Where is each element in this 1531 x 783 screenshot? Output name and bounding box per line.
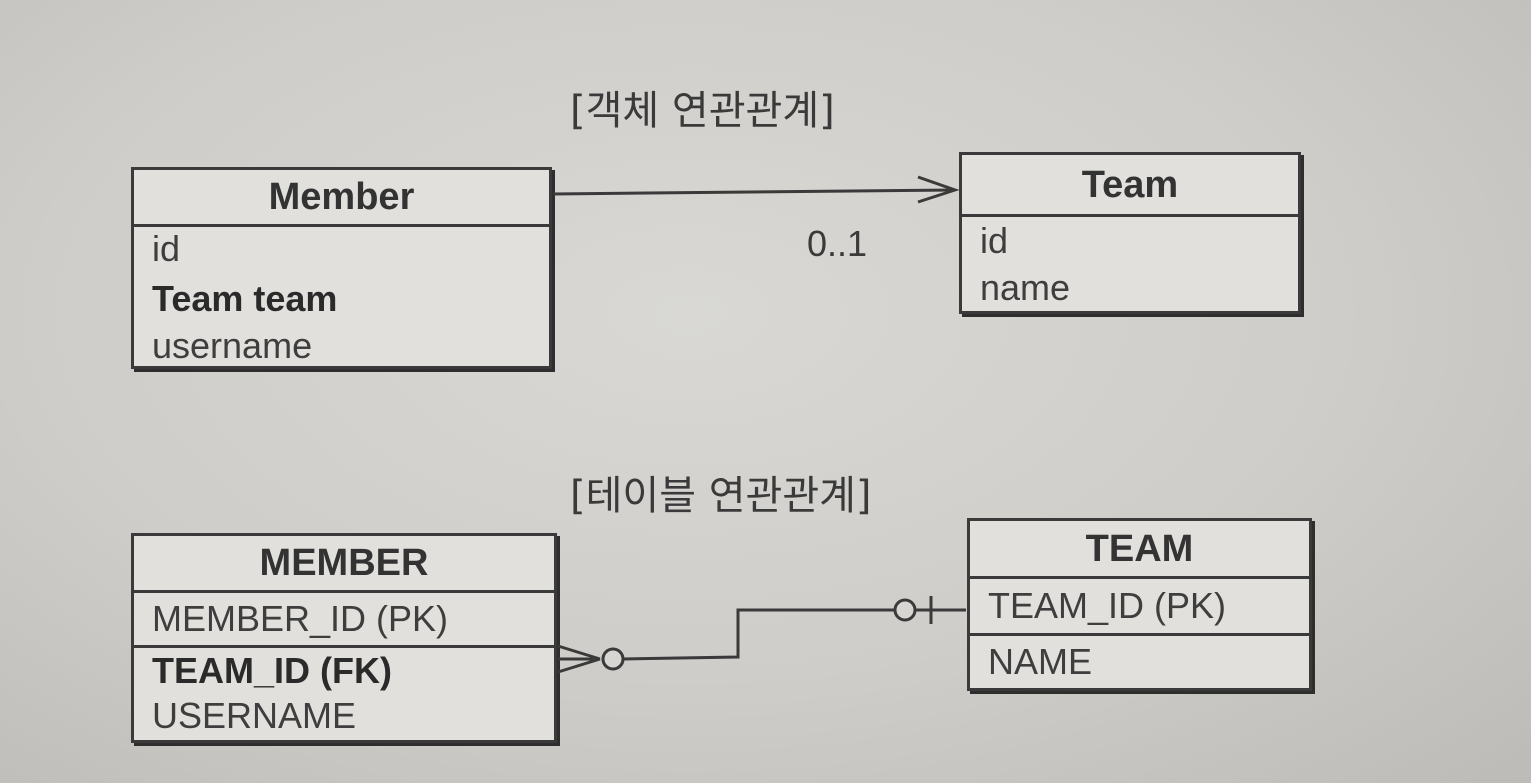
erd-relationship-line (557, 596, 966, 674)
member-table-name: MEMBER (134, 536, 554, 593)
team-table-box: TEAM TEAM_ID (PK) NAME (967, 518, 1312, 691)
object-section-title: [객체 연관관계] (570, 88, 835, 134)
team-class-box: Team id name (959, 152, 1301, 314)
team-table-pk: TEAM_ID (PK) (970, 579, 1309, 636)
team-table-name-field: NAME (988, 641, 1093, 682)
table-section-title: [테이블 연관관계] (570, 473, 872, 519)
team-field-name: name (980, 267, 1071, 308)
member-field-username: username (152, 325, 313, 366)
member-class-box: Member id Team team username (131, 167, 552, 369)
member-field-id: id (152, 228, 181, 269)
team-class-name: Team (962, 155, 1298, 217)
member-table-username: USERNAME (152, 695, 357, 736)
member-class-name: Member (134, 170, 549, 227)
member-table-fk: TEAM_ID (FK) (152, 650, 392, 691)
team-table-name: TEAM (970, 521, 1309, 579)
member-table-box: MEMBER MEMBER_ID (PK) TEAM_ID (FK) USERN… (131, 533, 557, 743)
association-arrow (552, 175, 960, 204)
member-table-pk: MEMBER_ID (PK) (134, 593, 554, 648)
multiplicity-label: 0..1 (807, 223, 868, 264)
team-field-id: id (980, 220, 1009, 261)
member-field-team: Team team (152, 278, 338, 319)
